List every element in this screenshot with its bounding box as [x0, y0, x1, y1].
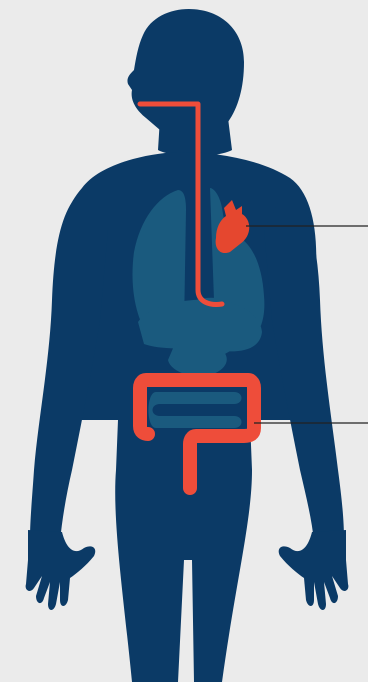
neck: [158, 118, 232, 156]
